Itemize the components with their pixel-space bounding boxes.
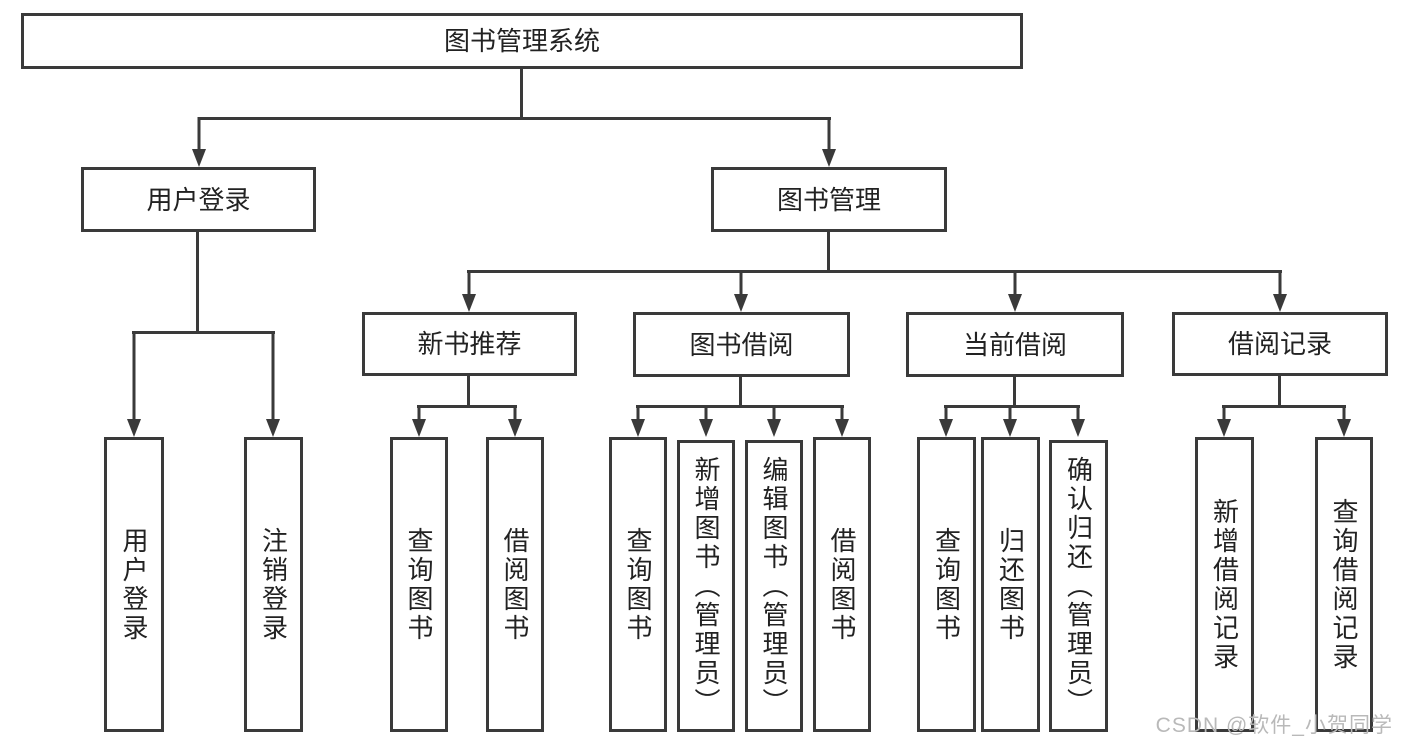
- leaf-current-query: 查询图书: [917, 437, 976, 732]
- node-user-login: 用户登录: [81, 167, 316, 232]
- arrow-to-book-mgmt: [822, 117, 836, 167]
- node-current-borrow: 当前借阅: [906, 312, 1124, 377]
- leaf-current-confirm-admin: 确认归还（管理员）: [1049, 440, 1108, 732]
- node-book-borrow-label: 图书借阅: [689, 329, 794, 360]
- arrow-book-borrow-leaf-1: [631, 405, 645, 437]
- arrow-to-current-borrow: [1008, 270, 1022, 312]
- connector-new-book-drop: [467, 376, 470, 408]
- connector-current-borrow-drop: [1013, 377, 1016, 408]
- arrow-to-user-login: [192, 117, 206, 167]
- connector-book-borrow-rail: [636, 405, 844, 408]
- arrow-new-book-leaf-2: [508, 405, 522, 437]
- arrow-current-borrow-leaf-1: [939, 405, 953, 437]
- leaf-user-login: 用户登录: [104, 437, 164, 732]
- node-book-borrow: 图书借阅: [633, 312, 850, 377]
- leaf-borrow-query: 查询图书: [609, 437, 667, 732]
- connector-book-mgmt-rail: [467, 270, 1282, 273]
- arrow-borrow-record-leaf-2: [1337, 405, 1351, 437]
- connector-book-mgmt-drop: [827, 232, 830, 273]
- arrow-to-new-book: [462, 270, 476, 312]
- arrow-current-borrow-leaf-3: [1071, 405, 1085, 437]
- connector-borrow-record-rail: [1222, 405, 1346, 408]
- node-book-mgmt: 图书管理: [711, 167, 947, 232]
- arrow-to-book-borrow: [734, 270, 748, 312]
- leaf-record-query: 查询借阅记录: [1315, 437, 1373, 732]
- node-user-login-label: 用户登录: [146, 184, 251, 215]
- leaf-new-book-borrow: 借阅图书: [486, 437, 544, 732]
- arrow-borrow-record-leaf-1: [1217, 405, 1231, 437]
- connector-new-book-rail: [417, 405, 517, 408]
- connector-borrow-record-drop: [1278, 376, 1281, 408]
- connector-root-rail: [198, 117, 831, 120]
- arrow-current-borrow-leaf-2: [1003, 405, 1017, 437]
- arrow-to-user-login-leaf-1: [127, 331, 141, 437]
- leaf-current-return: 归还图书: [981, 437, 1040, 732]
- connector-root-drop: [520, 69, 523, 119]
- leaf-new-book-query: 查询图书: [390, 437, 448, 732]
- connector-book-borrow-drop: [739, 377, 742, 408]
- arrow-to-user-login-leaf-2: [266, 331, 280, 437]
- node-borrow-record: 借阅记录: [1172, 312, 1388, 376]
- arrow-new-book-leaf-1: [412, 405, 426, 437]
- node-root: 图书管理系统: [21, 13, 1023, 69]
- node-current-borrow-label: 当前借阅: [962, 329, 1067, 360]
- node-borrow-record-label: 借阅记录: [1227, 329, 1332, 359]
- connector-user-login-drop: [196, 232, 199, 334]
- connector-user-login-rail: [132, 331, 275, 334]
- arrow-book-borrow-leaf-3: [767, 405, 781, 437]
- node-book-mgmt-label: 图书管理: [776, 184, 881, 215]
- leaf-logout: 注销登录: [244, 437, 303, 732]
- arrow-book-borrow-leaf-2: [699, 405, 713, 437]
- node-new-book: 新书推荐: [362, 312, 577, 376]
- leaf-borrow-book: 借阅图书: [813, 437, 871, 732]
- arrow-book-borrow-leaf-4: [835, 405, 849, 437]
- leaf-record-add: 新增借阅记录: [1195, 437, 1254, 732]
- csdn-watermark: CSDN @软件_小贺同学: [1155, 714, 1393, 737]
- node-root-label: 图书管理系统: [443, 26, 600, 56]
- leaf-borrow-edit-admin: 编辑图书（管理员）: [745, 440, 803, 732]
- arrow-to-borrow-record: [1273, 270, 1287, 312]
- leaf-borrow-add-admin: 新增图书（管理员）: [677, 440, 735, 732]
- node-new-book-label: 新书推荐: [417, 329, 522, 359]
